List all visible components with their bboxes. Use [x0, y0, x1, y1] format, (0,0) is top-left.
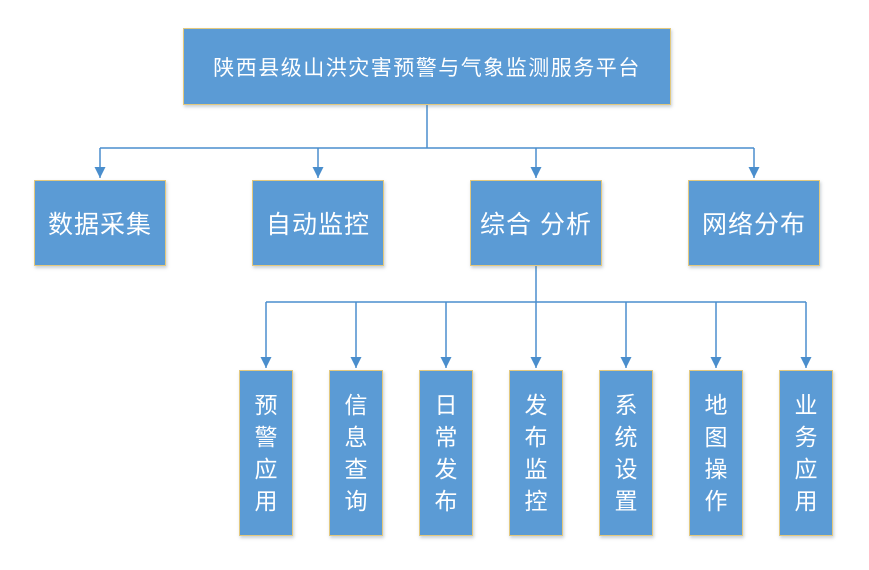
- node-network-distribution: 网络分布: [688, 180, 820, 266]
- node-release-monitoring-label: 发布监控: [524, 392, 548, 514]
- node-data-collection-label: 数据采集: [47, 211, 152, 239]
- node-info-query-label: 信息查询: [344, 392, 368, 514]
- node-map-operations: 地图操作: [689, 370, 743, 536]
- node-daily-release: 日常发布: [419, 370, 473, 536]
- node-root-label: 陕西县级山洪灾害预警与气象监测服务平台: [213, 56, 641, 80]
- node-system-settings-label: 系统设置: [614, 392, 638, 514]
- node-system-settings: 系统设置: [599, 370, 653, 536]
- node-data-collection: 数据采集: [34, 180, 166, 266]
- node-info-query: 信息查询: [329, 370, 383, 536]
- node-business-application-label: 业务应用: [794, 392, 818, 514]
- node-daily-release-label: 日常发布: [434, 392, 458, 514]
- node-business-application: 业务应用: [779, 370, 833, 536]
- node-release-monitoring: 发布监控: [509, 370, 563, 536]
- node-warning-application: 预警应用: [239, 370, 293, 536]
- node-warning-application-label: 预警应用: [254, 392, 278, 514]
- node-root: 陕西县级山洪灾害预警与气象监测服务平台: [183, 28, 671, 105]
- node-auto-monitoring: 自动监控: [252, 180, 384, 266]
- node-network-distribution-label: 网络分布: [701, 211, 806, 239]
- node-map-operations-label: 地图操作: [704, 392, 728, 514]
- node-comprehensive-analysis: 综合 分析: [470, 180, 602, 266]
- node-comprehensive-analysis-label: 综合 分析: [480, 211, 592, 239]
- node-auto-monitoring-label: 自动监控: [265, 211, 370, 239]
